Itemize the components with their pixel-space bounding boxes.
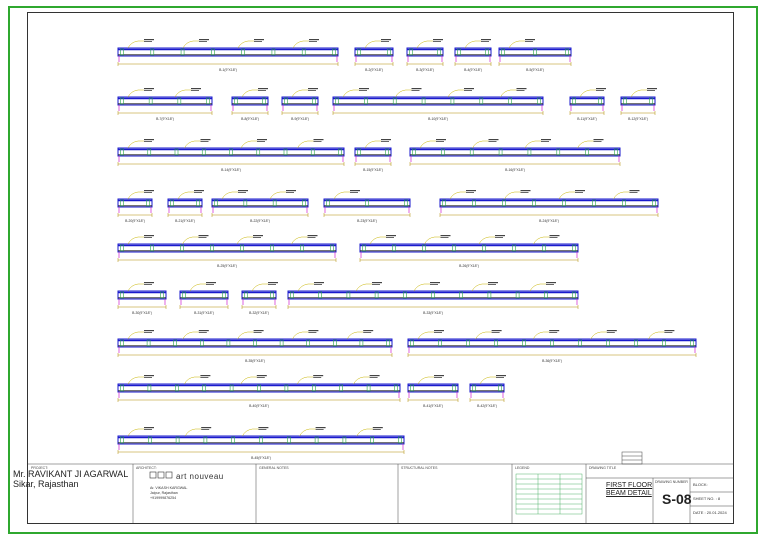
beam-elevation: B-30(9"X18") <box>117 282 167 315</box>
beam-label: B-35(9"X18") <box>245 359 265 363</box>
beam-elevation: B-16(9"X18") <box>409 139 621 172</box>
beam-elevation: B-36(9"X18") <box>407 330 697 363</box>
beam-label: B-32(9"X18") <box>249 311 269 315</box>
legend-table <box>515 473 583 515</box>
drawing-title-line2: BEAM DETAIL <box>606 489 652 497</box>
beam-label: B-25(9"X18") <box>217 264 237 268</box>
beam-label: B-1(9"X18") <box>219 68 237 72</box>
beam-elevation: B-12(9"X18") <box>620 88 657 121</box>
beam-label: B-8(9"X18") <box>241 117 259 121</box>
architect-address: Jaipur, Rajasthan <box>150 491 178 495</box>
beam-label: B-40(9"X18") <box>249 404 269 408</box>
beam-elevation: B-5(9"X18") <box>498 39 572 72</box>
beam-label: B-26(9"X18") <box>459 264 479 268</box>
drawing-title-label: DRAWING TITLE <box>589 466 617 470</box>
sheet-number: SHEET NO. : 8 <box>693 496 721 501</box>
beam-elevation: B-21(9"X18") <box>167 190 204 223</box>
beam-label: B-14(9"X18") <box>221 168 241 172</box>
beam-elevation: B-26(9"X18") <box>359 235 579 268</box>
beam-label: B-3(9"X18") <box>416 68 434 72</box>
drawing-number-label: DRAWING NUMBER <box>655 480 688 484</box>
structural-notes-label: STRUCTURAL NOTES <box>401 466 438 470</box>
beam-elevation: B-31(9"X18") <box>179 282 229 315</box>
beam-label: B-2(9"X18") <box>365 68 383 72</box>
beam-label: B-45(9"X18") <box>251 456 271 460</box>
beam-elevation: B-45(9"X18") <box>117 427 405 460</box>
beam-label: B-22(9"X18") <box>250 219 270 223</box>
beam-label: B-10(9"X18") <box>428 117 448 121</box>
beam-elevation: B-41(9"X18") <box>407 375 459 408</box>
beam-elevation: B-15(9"X18") <box>354 139 392 172</box>
beam-label: B-7(9"X18") <box>156 117 174 121</box>
beam-label: B-4(9"X18") <box>464 68 482 72</box>
beam-label: B-11(9"X18") <box>577 117 597 121</box>
beam-elevation: B-23(9"X18") <box>323 190 411 223</box>
beam-label: B-30(9"X18") <box>132 311 152 315</box>
beam-label: B-5(9"X18") <box>526 68 544 72</box>
beam-elevation: B-33(9"X18") <box>287 282 579 315</box>
beam-elevation: B-14(9"X18") <box>117 139 345 172</box>
beam-elevation: B-40(9"X18") <box>117 375 401 408</box>
beam-label: B-12(9"X18") <box>628 117 648 121</box>
beam-elevation: B-32(9"X18") <box>241 282 278 315</box>
drawing-border <box>27 12 734 524</box>
drawing-title-line1: FIRST FLOOR <box>606 482 653 489</box>
beam-elevation: B-24(9"X18") <box>439 190 659 223</box>
architect-name: Ar. VIKASH KARGWAL <box>150 486 188 490</box>
beam-label: B-41(9"X18") <box>423 404 443 408</box>
beam-elevation: B-25(9"X18") <box>117 235 337 268</box>
beam-elevation: B-11(9"X18") <box>569 88 606 121</box>
block-label: BLOCK: <box>693 482 708 487</box>
beam-layer: B-1(9"X18") B-2(9"X18") B-3(9"X18") B-4(9"X… <box>117 39 697 460</box>
architect-phone: +919999876254 <box>150 496 177 500</box>
beam-elevation: B-9(9"X18") <box>281 88 319 121</box>
architect-label: ARCHITECT: <box>136 466 157 470</box>
legend-label: LEGEND <box>515 466 530 470</box>
architect-logo-text: art nouveau <box>176 472 224 481</box>
client-place: Sikar, Rajasthan <box>13 479 79 489</box>
architect-logo-icon <box>149 471 173 479</box>
beam-label: B-15(9"X18") <box>363 168 383 172</box>
drawing-number: S-08 <box>662 491 692 507</box>
beam-label: B-23(9"X18") <box>357 219 377 223</box>
beam-elevation: B-42(9"X18") <box>469 375 506 408</box>
drawing-frame <box>8 6 758 534</box>
beam-elevation: B-22(9"X18") <box>211 190 309 223</box>
beam-label: B-16(9"X18") <box>505 168 525 172</box>
title-block-grid <box>28 451 734 523</box>
beam-label: B-24(9"X18") <box>539 219 559 223</box>
beam-elevation: B-10(9"X18") <box>332 88 544 121</box>
client-name: Mr. RAVIKANT JI AGARWAL <box>13 469 129 479</box>
beam-elevation: B-7(9"X18") <box>117 88 213 121</box>
beam-elevation: B-3(9"X18") <box>406 39 444 72</box>
beam-elevation: B-1(9"X18") <box>117 39 339 72</box>
beam-elevation: B-8(9"X18") <box>231 88 269 121</box>
general-notes-label: GENERAL NOTES <box>259 466 289 470</box>
beam-label: B-9(9"X18") <box>291 117 309 121</box>
drawing-title: FIRST FLOOR BEAM DETAIL <box>606 482 652 497</box>
beam-elevation: B-2(9"X18") <box>354 39 394 72</box>
beam-label: B-33(9"X18") <box>423 311 443 315</box>
beam-label: B-21(9"X18") <box>175 219 195 223</box>
beam-label: B-36(9"X18") <box>542 359 562 363</box>
client-label: PROJECT: <box>31 466 48 470</box>
beam-elevation: B-35(9"X18") <box>117 330 393 363</box>
beam-elevation: B-4(9"X18") <box>454 39 492 72</box>
beam-label: B-20(9"X18") <box>125 219 145 223</box>
beam-label: B-42(9"X18") <box>477 404 497 408</box>
beam-elevation: B-20(9"X18") <box>117 190 154 223</box>
beam-label: B-31(9"X18") <box>194 311 214 315</box>
drawing-date: DATE : 20.01.2024 <box>693 510 727 515</box>
